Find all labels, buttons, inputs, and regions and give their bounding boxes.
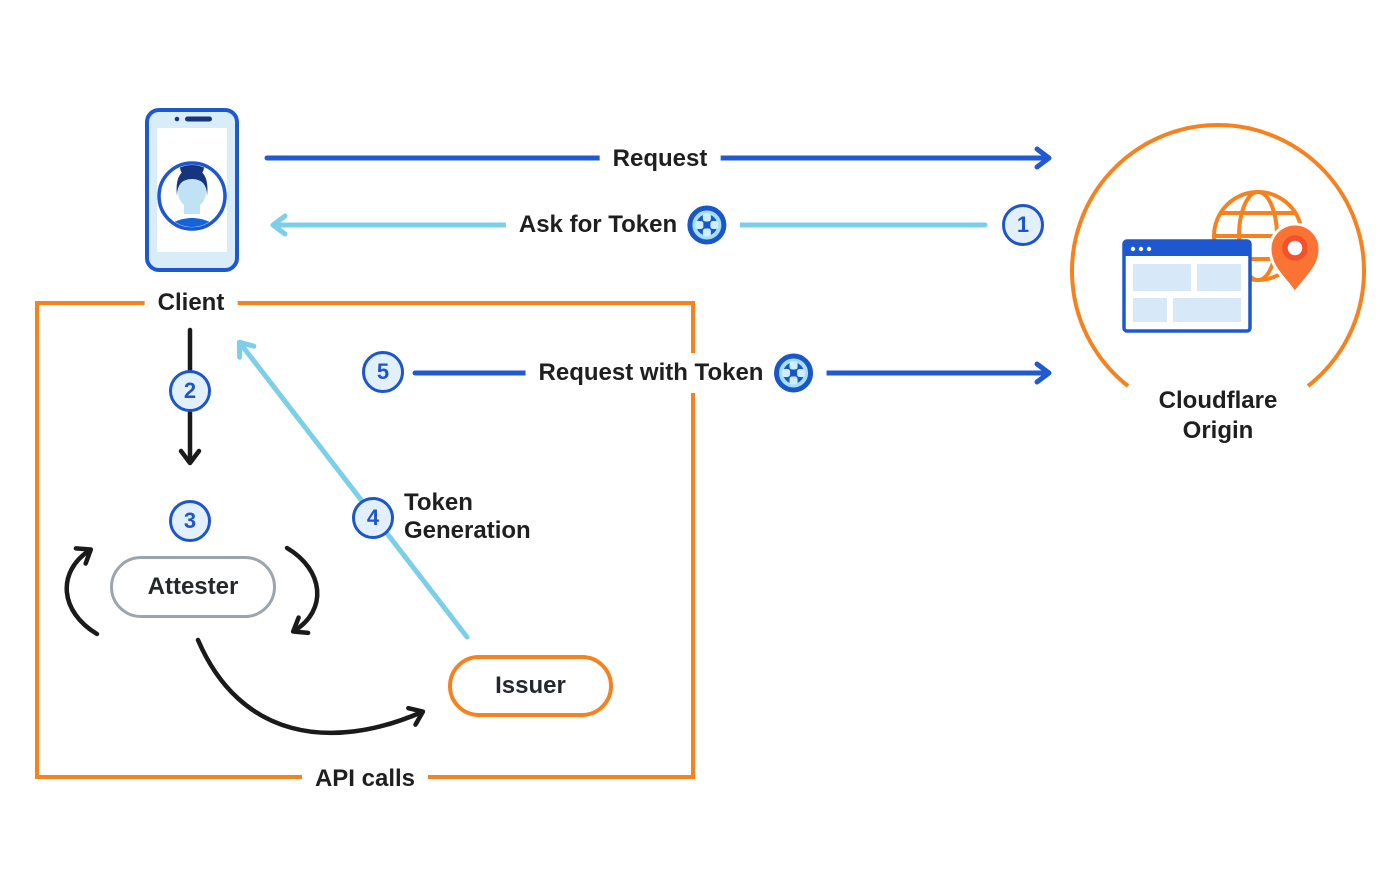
step-badge-1: 1 <box>1002 204 1044 246</box>
step-badge-3: 3 <box>169 500 211 542</box>
token-icon <box>687 205 727 245</box>
client-label: Client <box>144 288 238 318</box>
ask-for-token-text: Ask for Token <box>518 211 678 238</box>
phone-speaker-dot <box>174 116 180 122</box>
request-with-token-text: Request with Token <box>538 359 764 386</box>
cloudflare-origin-label: Cloudflare Origin <box>1158 387 1278 444</box>
smartphone-user-avatar-icon <box>145 108 239 272</box>
token-icon <box>773 353 813 393</box>
cloudflare-origin-icon <box>1070 123 1366 388</box>
browser-window-icon <box>1122 239 1252 333</box>
request-label: Request <box>599 144 721 174</box>
request-with-token-label: Request with Token <box>525 353 827 393</box>
origin-circle-outline <box>1070 123 1366 388</box>
phone-speaker-bar <box>185 116 212 122</box>
attester-node: Attester <box>110 556 276 618</box>
attester-cycle-left-arrow <box>64 546 100 637</box>
issuer-node: Issuer <box>448 655 613 717</box>
token-generation-arrow <box>236 339 470 640</box>
ask-for-token-label: Ask for Token <box>505 205 741 245</box>
step-badge-4: 4 <box>352 497 394 539</box>
attester-to-issuer-arrow <box>195 637 426 736</box>
step-badge-5: 5 <box>362 351 404 393</box>
step-badge-2: 2 <box>169 370 211 412</box>
api-calls-label: API calls <box>301 764 429 794</box>
token-generation-label: Token Generation <box>404 489 531 544</box>
location-pin-icon <box>1268 222 1322 296</box>
attester-cycle-right-arrow <box>284 545 320 636</box>
